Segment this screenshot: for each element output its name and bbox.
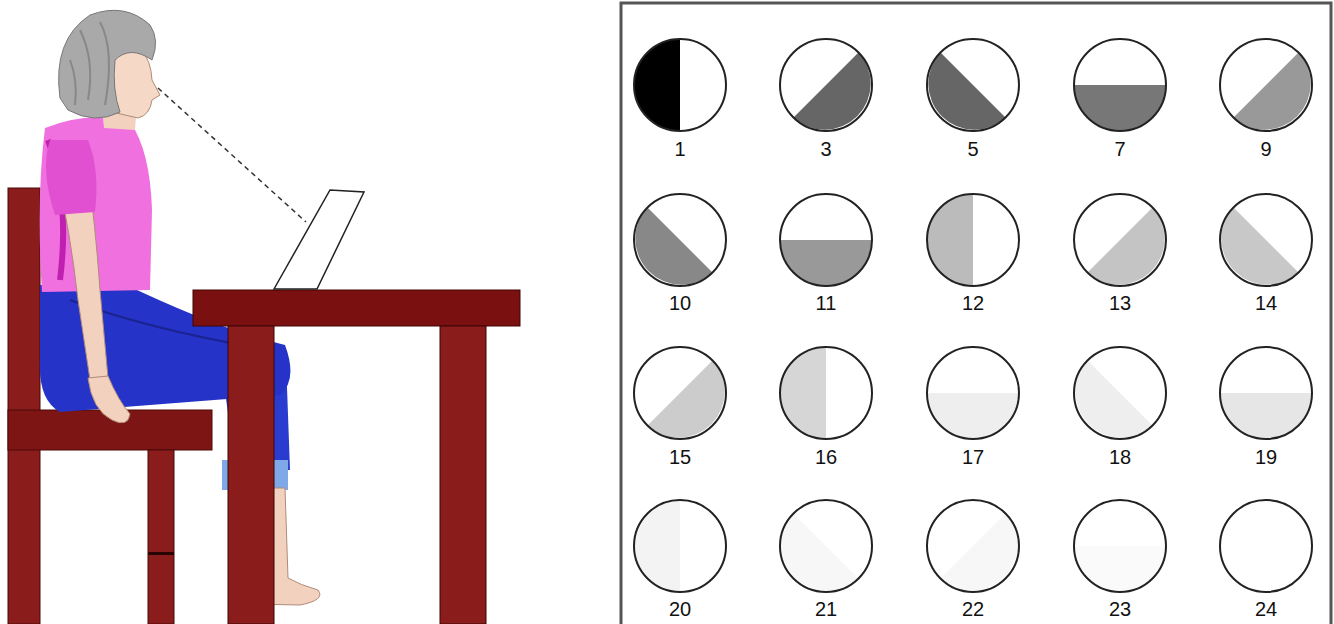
callout-number: 21	[815, 598, 837, 620]
callout-number: 1	[674, 138, 685, 160]
callout-number: 13	[1109, 292, 1131, 314]
callout-number: 23	[1109, 598, 1131, 620]
chart-panel	[621, 3, 1331, 624]
callout-number: 14	[1255, 292, 1277, 314]
callout-number: 5	[967, 138, 978, 160]
contrast-circles	[634, 39, 1312, 592]
callout-number: 12	[962, 292, 984, 314]
callout-number: 11	[816, 292, 837, 314]
callout-number: 24	[1255, 598, 1277, 620]
callout-number: 17	[962, 446, 984, 468]
callout-number: 18	[1109, 446, 1131, 468]
callout-number: 3	[820, 138, 831, 160]
sight-line	[158, 88, 306, 222]
callout-number: 16	[815, 446, 837, 468]
callout-number: 9	[1260, 138, 1271, 160]
callout-number: 7	[1114, 138, 1125, 160]
callout-number: 20	[669, 598, 691, 620]
table	[193, 290, 520, 624]
callout-number: 19	[1255, 446, 1277, 468]
callout-number: 10	[669, 292, 691, 314]
callout-number: 22	[962, 598, 984, 620]
callout-number: 15	[669, 446, 691, 468]
